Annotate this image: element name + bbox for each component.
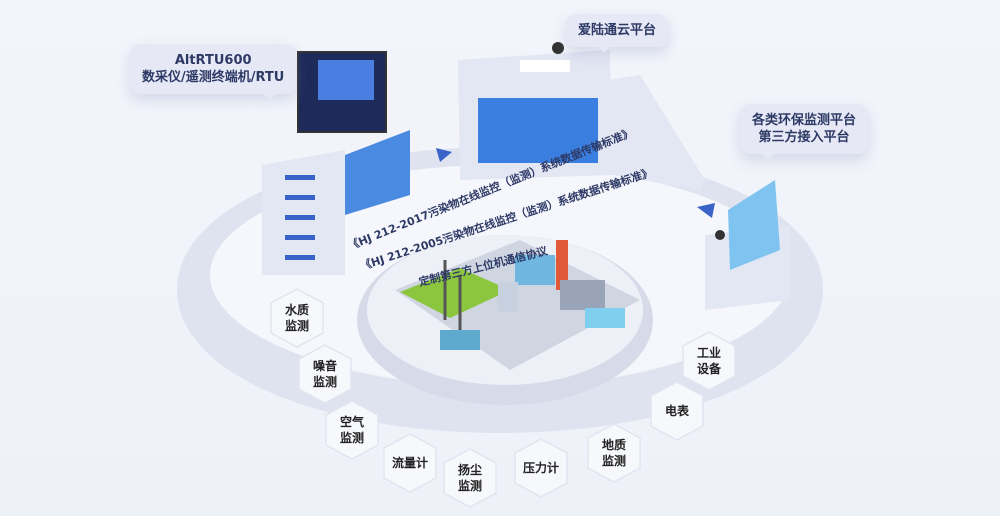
hexagon-icon [650,381,704,441]
sensor-dust: 扬尘监测 [442,447,498,509]
sensor-water-quality: 水质监测 [269,287,325,349]
sensor-air: 空气监测 [324,399,380,461]
hexagon-icon [587,423,641,483]
hexagon-icon [325,400,379,460]
third-party-line1: 各类环保监测平台 [752,113,857,128]
operator-icon [715,230,725,240]
sensor-label-line2: 设备 [696,362,721,376]
arrow-icon [697,203,715,218]
hexagon-icon [443,448,497,508]
sensor-label: 水质监测 [285,302,309,334]
third-party-line2: 第三方接入平台 [758,130,850,145]
sensor-label-line2: 监测 [457,479,482,493]
sensor-label: 空气监测 [340,414,364,446]
operator-icon [552,42,564,54]
sensor-label: 地质监测 [602,437,626,469]
sensor-label-line1: 电表 [664,404,689,418]
sensor-label-line1: 噪音 [312,359,337,373]
sensor-label: 电表 [665,403,689,419]
sensor-label: 流量计 [392,455,428,471]
building-icon [560,280,605,310]
sensor-label-line1: 流量计 [391,456,428,470]
building-icon [440,330,480,350]
rtu-screen [318,60,374,100]
screen-wall [478,98,598,163]
sensor-label-line2: 监测 [601,454,626,468]
sensor-label-line1: 工业 [696,346,721,360]
chimney-icon [556,240,568,290]
sensor-label-line2: 监测 [312,375,337,389]
rtu-desc: 数采仪/遥测终端机/RTU [142,70,285,85]
sensor-label-line2: 监测 [284,319,309,333]
sensor-label: 工业设备 [697,345,721,377]
server-rack-left [262,150,345,275]
sensor-electric-meter: 电表 [649,380,705,442]
sensor-label-line1: 空气 [339,415,364,429]
sensor-geology: 地质监测 [586,422,642,484]
sensor-label: 压力计 [523,460,559,476]
sensor-noise: 噪音监测 [297,343,353,405]
grass-area [400,268,510,318]
sensor-industrial-equipment: 工业设备 [681,330,737,392]
hexagon-icon [682,331,736,391]
hexagon-icon [270,288,324,348]
sensor-label-line1: 地质 [601,438,626,452]
sensor-label-line1: 压力计 [522,461,559,475]
sensor-label-line1: 扬尘 [457,463,482,477]
sensor-label-line2: 监测 [339,431,364,445]
monitor-screen-left [345,130,410,215]
hexagon-icon [383,433,437,493]
sensor-pressure-gauge: 压力计 [513,437,569,499]
rtu-model: AltRTU600 [174,53,252,68]
sensor-label-line1: 水质 [284,303,309,317]
building-icon [515,255,555,285]
third-party-bubble: 各类环保监测平台 第三方接入平台 [740,104,869,160]
rtu-bubble: AltRTU600 数采仪/遥测终端机/RTU [130,44,297,100]
hexagon-icon [514,438,568,498]
sensor-flow-meter: 流量计 [382,432,438,494]
right-screen [728,180,780,270]
stairs-right [610,75,705,190]
tank-icon [498,282,518,312]
pool-icon [585,308,625,328]
desk-icon [520,60,570,72]
hexagon-icon [298,344,352,404]
server-slots [285,175,315,260]
arrow-icon [436,148,452,162]
sensor-label: 噪音监测 [313,358,337,390]
cloud-platform-bubble: 爱陆通云平台 [566,14,669,53]
cloud-platform-label: 爱陆通云平台 [578,23,657,38]
sensor-label: 扬尘监测 [458,462,482,494]
